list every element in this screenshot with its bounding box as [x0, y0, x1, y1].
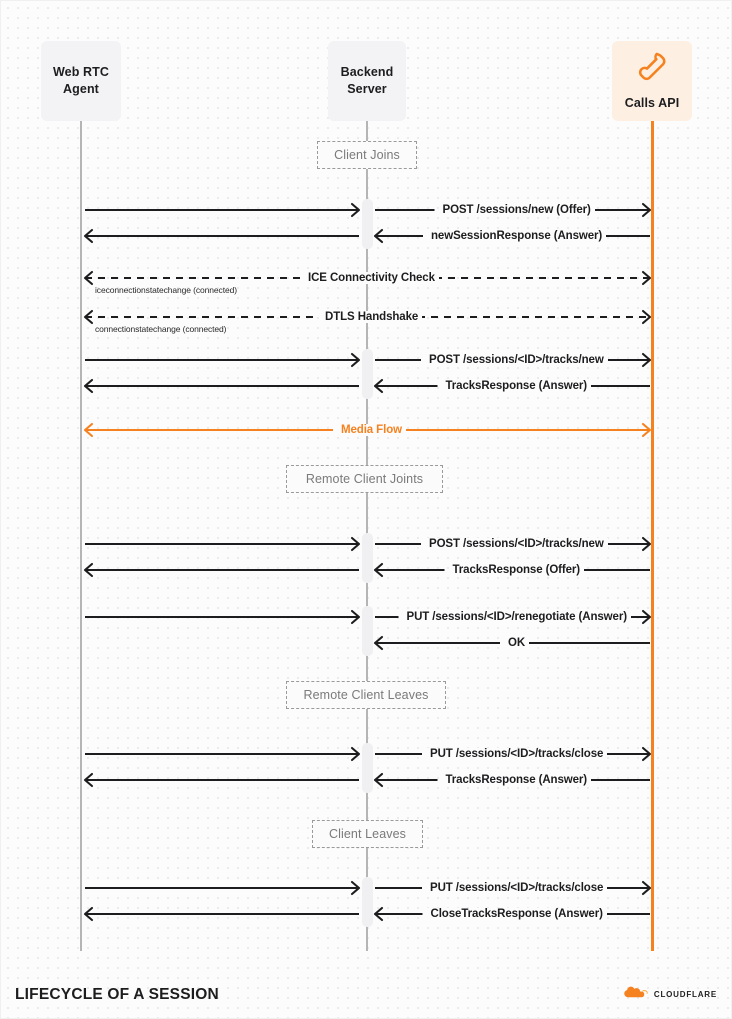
- message-label: PUT /sessions/<ID>/tracks/close: [426, 882, 608, 894]
- section-label-text: Client Joins: [334, 148, 400, 162]
- cloudflare-cloud-icon: [623, 985, 649, 1003]
- message-m7: Media Flow: [1, 420, 732, 440]
- message-m5: POST /sessions/<ID>/tracks/new: [1, 350, 732, 370]
- message-label: OK: [504, 637, 530, 649]
- actor-header-calls[interactable]: Calls API: [612, 41, 692, 121]
- message-m13: TracksResponse (Answer): [1, 770, 732, 790]
- message-label: TracksResponse (Offer): [448, 564, 585, 576]
- section-label-box: Remote Client Joints: [286, 465, 443, 493]
- message-m11: OK: [1, 633, 732, 653]
- actor-header-backend[interactable]: Backend Server: [328, 41, 406, 121]
- message-label: PUT /sessions/<ID>/renegotiate (Answer): [402, 611, 631, 623]
- message-m4: DTLS Handshake connectionstatechange (con…: [1, 307, 732, 334]
- section-label-text: Remote Client Leaves: [303, 688, 429, 702]
- message-label: TracksResponse (Answer): [441, 774, 592, 786]
- message-m6: TracksResponse (Answer): [1, 376, 732, 396]
- event-note: connectionstatechange (connected): [95, 324, 227, 334]
- activation-bar: [361, 877, 373, 927]
- cloudflare-wordmark: CLOUDFLARE: [653, 989, 717, 999]
- message-label: Media Flow: [337, 424, 406, 436]
- section-label-text: Remote Client Joints: [305, 472, 424, 486]
- message-label: DTLS Handshake: [321, 311, 423, 323]
- message-label: TracksResponse (Answer): [441, 380, 592, 392]
- cloudflare-logo: CLOUDFLARE: [623, 985, 717, 1003]
- message-m14: PUT /sessions/<ID>/tracks/close: [1, 878, 732, 898]
- actor-header-webrtc[interactable]: Web RTC Agent: [41, 41, 121, 121]
- message-label: POST /sessions/<ID>/tracks/new: [425, 354, 608, 366]
- actor-label-backend: Backend Server: [340, 65, 394, 96]
- message-m8: POST /sessions/<ID>/tracks/new: [1, 534, 732, 554]
- message-m2: newSessionResponse (Answer): [1, 226, 732, 246]
- message-m3: ICE Connectivity Check iceconnectionstate…: [1, 268, 732, 295]
- lifeline-calls: [651, 121, 654, 951]
- phone-icon: [635, 51, 669, 88]
- section-label-box: Client Leaves: [312, 820, 423, 848]
- message-label: CloseTracksResponse (Answer): [426, 908, 607, 920]
- lifeline-webrtc: [80, 121, 82, 951]
- message-label: POST /sessions/new (Offer): [438, 204, 595, 216]
- message-m15: CloseTracksResponse (Answer): [1, 904, 732, 924]
- actor-label-webrtc: Web RTC Agent: [52, 65, 110, 96]
- section-label-box: Remote Client Leaves: [286, 681, 446, 709]
- message-label: POST /sessions/<ID>/tracks/new: [425, 538, 608, 550]
- message-m10: PUT /sessions/<ID>/renegotiate (Answer): [1, 607, 732, 627]
- message-label: ICE Connectivity Check: [304, 272, 439, 284]
- activation-bar: [361, 199, 373, 249]
- message-m9: TracksResponse (Offer): [1, 560, 732, 580]
- activation-bar: [361, 349, 373, 399]
- section-label-text: Client Leaves: [328, 827, 407, 841]
- page-title: LIFECYCLE OF A SESSION: [15, 986, 219, 1003]
- activation-bar: [361, 743, 373, 793]
- activation-bar: [361, 533, 373, 583]
- message-label: newSessionResponse (Answer): [427, 230, 607, 242]
- activation-bar: [361, 606, 373, 656]
- actor-label-calls: Calls API: [624, 95, 680, 110]
- message-m1: POST /sessions/new (Offer): [1, 200, 732, 220]
- event-note: iceconnectionstatechange (connected): [95, 285, 237, 295]
- message-m12: PUT /sessions/<ID>/tracks/close: [1, 744, 732, 764]
- message-label: PUT /sessions/<ID>/tracks/close: [426, 748, 608, 760]
- section-label-box: Client Joins: [317, 141, 417, 169]
